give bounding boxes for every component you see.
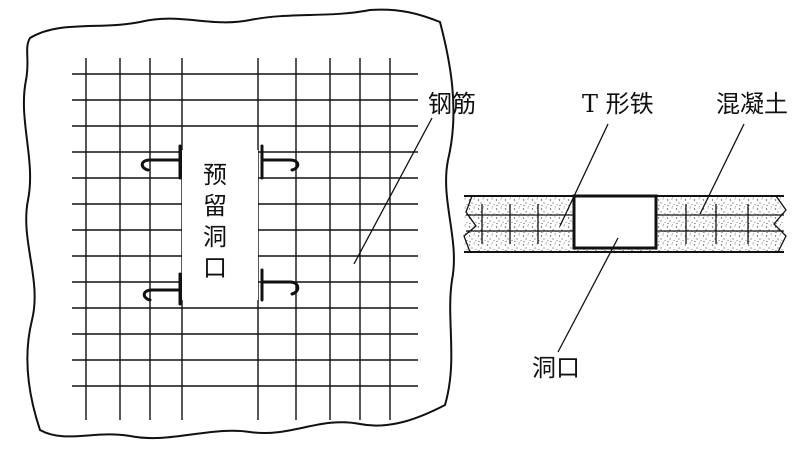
rebar-label: 钢筋 — [428, 90, 476, 118]
reserved-opening-label: 预留洞口 — [203, 161, 227, 282]
section-view — [463, 194, 787, 253]
t-iron-label: T 形铁 — [582, 90, 654, 118]
opening-label: 洞口 — [532, 354, 580, 382]
t-iron-leader — [559, 123, 609, 227]
rebar-leader — [353, 117, 433, 265]
t-iron-hooks — [140, 144, 300, 306]
reserved-opening-box — [182, 150, 258, 300]
concrete-leader — [699, 123, 745, 215]
opening-leader — [557, 237, 619, 353]
concrete-label: 混凝土 — [716, 90, 788, 118]
